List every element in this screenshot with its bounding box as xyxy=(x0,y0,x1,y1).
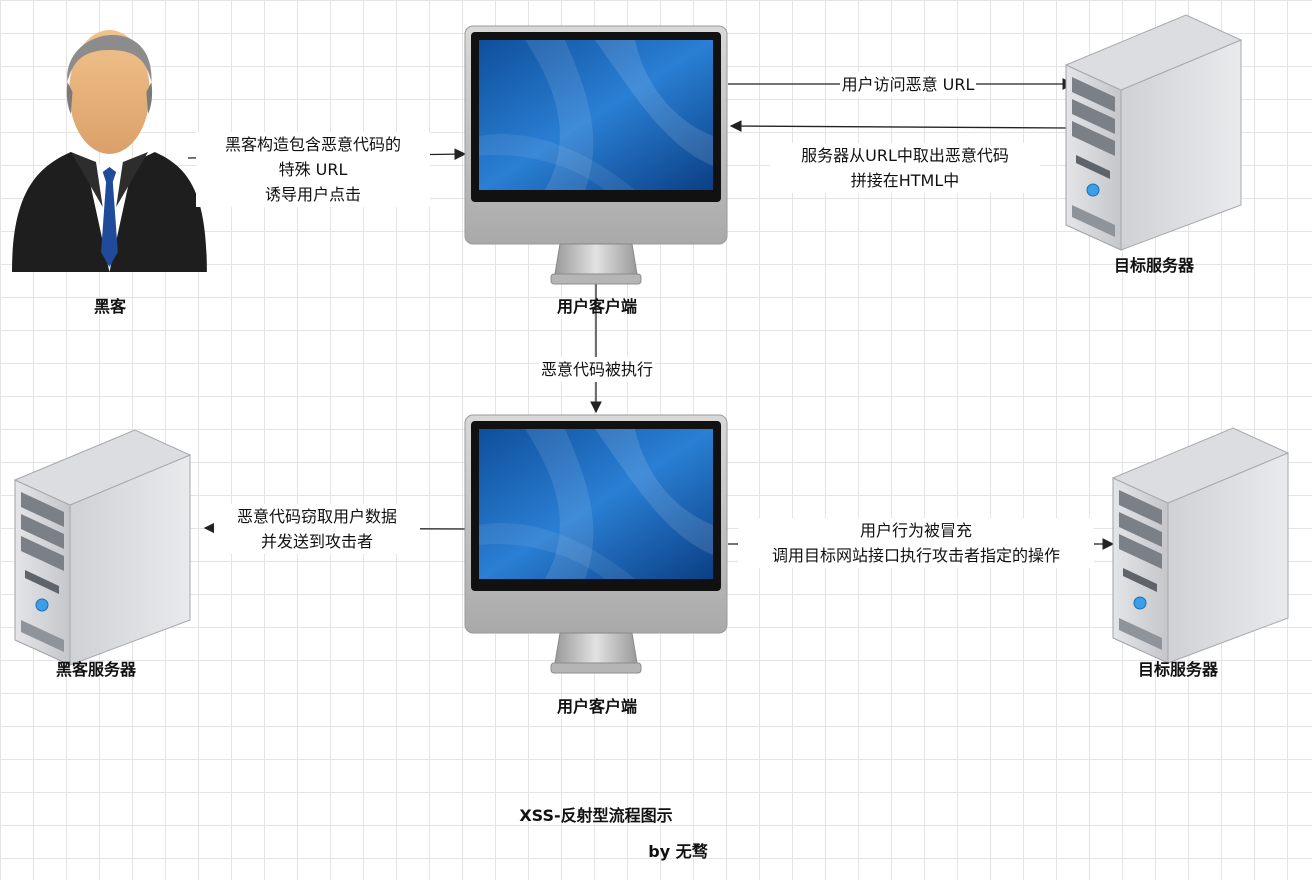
label-client-top: 用户客户端 xyxy=(556,297,637,316)
edge-label-line: 用户行为被冒充 xyxy=(738,518,1094,543)
edge-label-executed: 恶意代码被执行 xyxy=(514,357,680,382)
edge-label-impersonate: 用户行为被冒充 调用目标网站接口执行攻击者指定的操作 xyxy=(738,518,1094,568)
edge-label-server-to-client: 服务器从URL中取出恶意代码 拼接在HTML中 xyxy=(770,143,1040,193)
edge-label-line: 拼接在HTML中 xyxy=(770,168,1040,193)
label-client-bottom: 用户客户端 xyxy=(556,697,637,716)
edge-server-to-client xyxy=(729,120,1069,132)
edge-label-line: 诱导用户点击 xyxy=(196,182,430,207)
edge-label-line: 并发送到攻击者 xyxy=(214,529,420,554)
label-target-server-bottom: 目标服务器 xyxy=(1137,660,1218,679)
target-server-bottom-icon xyxy=(1112,427,1289,664)
client-top-icon xyxy=(464,25,728,285)
diagram-author: by 无骛 xyxy=(648,842,708,861)
edge-label-line: 调用目标网站接口执行攻击者指定的操作 xyxy=(738,543,1094,568)
client-bottom-icon xyxy=(464,414,728,674)
edge-label-line: 恶意代码被执行 xyxy=(538,357,655,382)
edge-label-steal: 恶意代码窃取用户数据 并发送到攻击者 xyxy=(214,504,420,554)
edge-label-client-to-server: 用户访问恶意 URL xyxy=(798,72,1018,97)
edge-label-line: 服务器从URL中取出恶意代码 xyxy=(770,143,1040,168)
label-target-server-top: 目标服务器 xyxy=(1113,256,1194,275)
hacker-icon xyxy=(12,30,207,272)
label-hacker: 黑客 xyxy=(93,297,126,316)
edge-label-line: 用户访问恶意 URL xyxy=(839,72,977,97)
edge-label-line: 特殊 URL xyxy=(196,157,430,182)
label-hacker-server: 黑客服务器 xyxy=(55,660,136,679)
hacker-server-icon xyxy=(14,429,191,666)
edge-label-hacker-to-client: 黑客构造包含恶意代码的 特殊 URL 诱导用户点击 xyxy=(196,132,430,207)
edge-label-line: 黑客构造包含恶意代码的 xyxy=(196,132,430,157)
diagram-title: XSS-反射型流程图示 xyxy=(519,806,673,825)
target-server-top-icon xyxy=(1065,14,1242,251)
edge-label-line: 恶意代码窃取用户数据 xyxy=(214,504,420,529)
